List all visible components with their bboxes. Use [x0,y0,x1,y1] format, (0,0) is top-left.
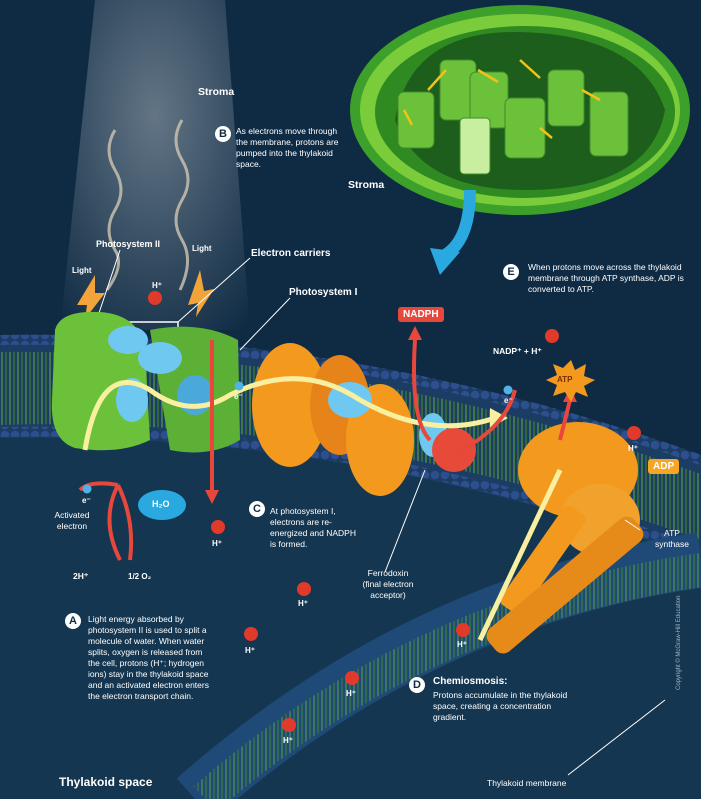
label-h-plus-8: H⁺ [283,736,293,745]
chloroplast-inset [350,5,690,215]
step-c-text: At photosystem I, electrons are re-energ… [270,506,360,550]
step-c-badge: C [249,501,265,517]
label-h-plus-4: H⁺ [298,599,308,608]
label-half-o2: 1/2 O₂ [128,572,151,581]
step-e-badge: E [503,264,519,280]
step-d-text: Protons accumulate in the thylakoid spac… [433,690,568,723]
step-e-text: When protons move across the thylakoid m… [528,262,688,295]
label-activated-electron: Activated electron [44,510,100,532]
step-a-badge: A [65,613,81,629]
label-photosystem-i: Photosystem I [289,287,357,298]
label-ferredoxin: Ferrodoxin (final electron acceptor) [348,568,428,601]
label-h-plus-5: H⁺ [457,640,467,649]
label-electron-carriers: Electron carriers [251,248,331,259]
ferredoxin [432,428,476,472]
label-h2o: H₂O [152,499,170,509]
label-photosystem-ii: Photosystem II [96,239,160,249]
label-thylakoid-membrane: Thylakoid membrane [487,778,566,789]
step-d-badge: D [409,677,425,693]
label-stroma-inset: Stroma [348,179,384,191]
step-d-title: Chemiosmosis: [433,676,507,687]
label-h-plus-2: H⁺ [628,444,638,453]
label-light-left: Light [72,266,92,275]
label-h-plus-3: H⁺ [212,539,222,548]
step-b-text: As electrons move through the membrane, … [236,126,344,170]
label-electron-2: e⁻ [504,396,513,405]
label-light-right: Light [192,244,212,253]
label-electron-1: e⁻ [234,392,243,401]
label-h-plus-1: H⁺ [152,281,162,290]
nadph-tag: NADPH [398,307,444,322]
label-2h-plus: 2H⁺ [73,571,88,582]
label-nadp-plus: NADP⁺ + H⁺ [493,346,542,357]
label-electron-3: e⁻ [82,496,91,505]
step-a-text: Light energy absorbed by photosystem II … [88,614,216,702]
label-h-plus-7: H⁺ [346,689,356,698]
label-atp: ATP [557,375,572,384]
label-atp-synthase: ATP synthase [645,528,699,550]
adp-tag: ADP [648,459,679,474]
step-b-badge: B [215,126,231,142]
label-thylakoid-space: Thylakoid space [59,775,152,789]
label-h-plus-6: H⁺ [245,646,255,655]
label-stroma-top: Stroma [198,86,234,98]
copyright: Copyright © McGraw-Hill Education [676,596,682,690]
